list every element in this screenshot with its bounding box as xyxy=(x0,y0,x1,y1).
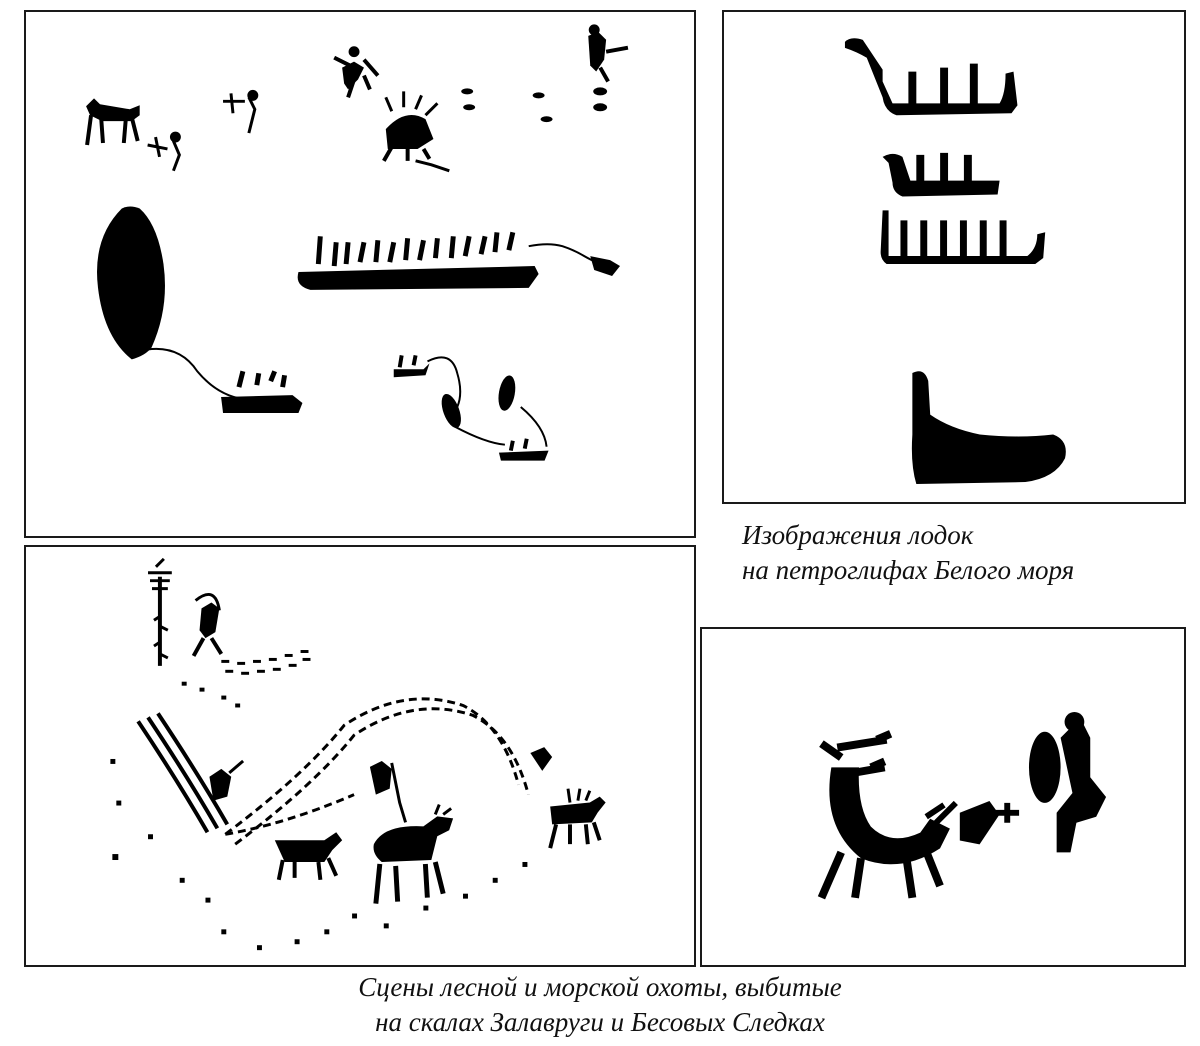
petroglyph-panel-forest-hunt xyxy=(24,545,696,967)
river-lines xyxy=(136,712,229,834)
harpoon-line xyxy=(137,347,244,401)
human-figure xyxy=(588,24,629,83)
boats-caption-line1: Изображения лодок xyxy=(742,520,974,550)
hunt-caption-line1: Сцены лесной и морской охоты, выбитые xyxy=(358,972,842,1002)
forest-hunt-scene xyxy=(110,557,606,951)
reindeer-figure xyxy=(817,730,958,900)
boat-figure xyxy=(880,210,1046,264)
track-marks xyxy=(110,758,528,951)
seal-figure xyxy=(441,375,516,428)
boat-figure xyxy=(297,231,621,290)
petroglyph-panel-whale-hunt xyxy=(24,10,696,538)
human-figure xyxy=(959,800,1020,845)
boats-scene xyxy=(844,38,1066,485)
boat-figure xyxy=(393,354,462,408)
petroglyph-panel-boats xyxy=(722,10,1186,504)
tree-figure xyxy=(148,557,172,666)
hunt-caption-line2: на скалах Залавруги и Бесовых Следках xyxy=(375,1007,825,1037)
whale-figure xyxy=(97,206,165,360)
hunter-figure xyxy=(191,592,224,657)
boats-caption-line2: на петроглифах Белого моря xyxy=(742,555,1075,585)
elk-figure xyxy=(373,803,454,904)
hunter-figure xyxy=(333,46,380,98)
elk-figure xyxy=(85,98,140,146)
boat-figure xyxy=(882,152,1000,197)
track-marks xyxy=(461,87,608,123)
boats-caption: Изображения лодок на петроглифах Белого … xyxy=(742,518,1074,588)
boat-figure xyxy=(911,371,1066,485)
hunt-caption: Сцены лесной и морской охоты, выбитые на… xyxy=(0,970,1200,1040)
boat-figure xyxy=(221,370,303,413)
archer-figure xyxy=(147,89,259,172)
elk-figure xyxy=(274,832,343,881)
reindeer-figure xyxy=(382,91,450,173)
hunter-figure xyxy=(1028,712,1107,853)
reindeer-figure xyxy=(548,788,606,849)
whale-hunt-scene xyxy=(85,24,629,461)
petroglyph-panel-reindeer-hunt xyxy=(700,627,1186,967)
reindeer-hunt-scene xyxy=(817,712,1107,900)
track-marks xyxy=(181,650,311,708)
boat-figure xyxy=(844,38,1018,116)
hunter-figure xyxy=(209,747,553,823)
boat-figure xyxy=(454,406,549,461)
ski-track-path xyxy=(224,697,530,846)
